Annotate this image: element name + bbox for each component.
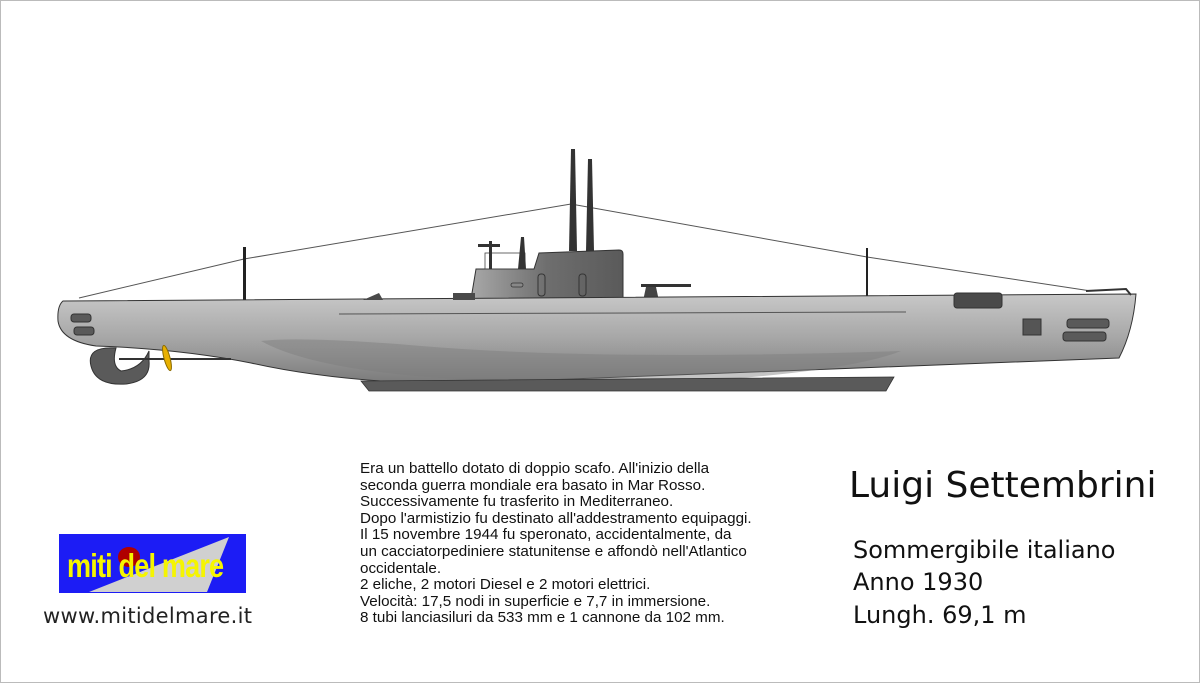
periscope-1 bbox=[569, 149, 577, 251]
periscope-2 bbox=[586, 159, 594, 251]
description-line: Successivamente fu trasferito in Mediter… bbox=[360, 493, 674, 511]
keel bbox=[360, 376, 895, 392]
aa-gun bbox=[489, 241, 492, 269]
description-line: Il 15 novembre 1944 fu speronato, accide… bbox=[360, 526, 732, 544]
description-line: Era un battello dotato di doppio scafo. … bbox=[360, 460, 710, 477]
description-line: 8 tubi lanciasiluri da 533 mm e 1 cannon… bbox=[360, 609, 725, 627]
propeller bbox=[162, 344, 172, 372]
description-line: Velocità: 17,5 nodi in superficie e 7,7 … bbox=[360, 592, 711, 610]
website-url: www.mitidelmare.it bbox=[43, 604, 253, 628]
description: Era un battello dotato di doppio scafo. … bbox=[360, 460, 752, 627]
ship-type: Sommergibile italiano bbox=[853, 536, 1116, 564]
miti-del-mare-logo: miti del mare bbox=[59, 534, 246, 593]
logo-text: miti del mare bbox=[67, 547, 224, 584]
ship-year: Anno 1930 bbox=[853, 568, 984, 596]
mast-aft bbox=[243, 247, 246, 301]
description-line: un cacciatorpediniere statunitense e aff… bbox=[360, 542, 747, 560]
description-line: 2 eliche, 2 motori Diesel e 2 motori ele… bbox=[360, 576, 651, 594]
logo-sail-shape bbox=[89, 537, 229, 592]
ship-length: Lungh. 69,1 m bbox=[853, 601, 1027, 629]
deck-gun bbox=[641, 284, 691, 287]
ship-name-title: Luigi Settembrini bbox=[849, 465, 1157, 506]
rudder bbox=[89, 347, 150, 385]
conning-tower bbox=[470, 249, 624, 300]
description-line: occidentale. bbox=[360, 559, 442, 577]
description-line: seconda guerra mondiale era basato in Ma… bbox=[360, 476, 706, 494]
description-line: Dopo l'armistizio fu destinato all'addes… bbox=[360, 509, 752, 527]
mast-fore bbox=[866, 248, 868, 301]
